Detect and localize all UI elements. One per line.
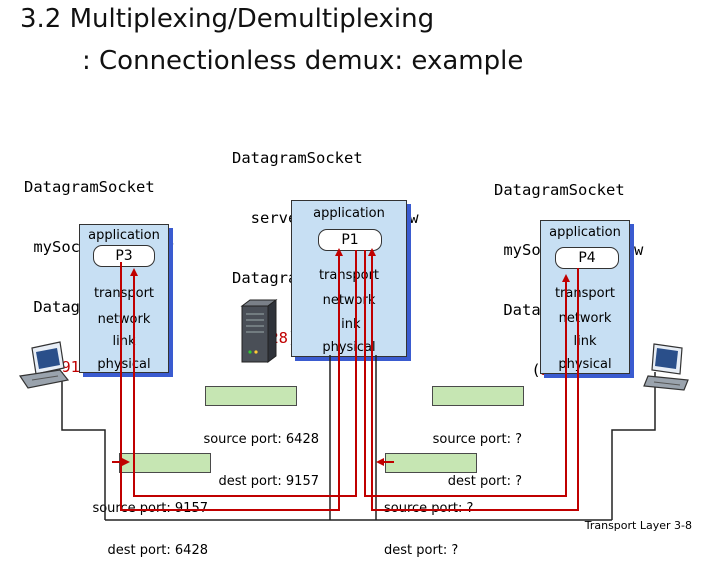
stack-right: application P4 transport network link ph… [540,220,630,374]
packet-top-left-source: source port: 6428 [203,432,319,447]
process-p1: P1 [318,229,382,251]
footer-page: 3-8 [674,519,692,532]
stack-left: application P3 transport network link ph… [79,224,169,373]
process-p4: P4 [555,247,619,269]
arrow-p1-to-p3 [130,250,357,497]
footer-label: Transport Layer [584,519,671,532]
code-left-line1: DatagramSocket [24,178,155,196]
slide-title-line1: 3.2 Multiplexing/Demultiplexing [20,4,435,34]
arrow-p3-to-p1 [120,248,343,511]
network-wires [61,355,656,521]
stack-right-link: link [573,334,597,349]
message-arrows [120,248,579,511]
stack-center-physical: physical [322,340,376,355]
packet-top-right-label: source port: ? dest port: ? [420,405,522,503]
stack-right-transport: transport [554,286,616,301]
arrow-p4-to-p1 [368,248,579,511]
packet-top-right [432,386,524,406]
stack-left-transport: transport [93,286,155,301]
stack-left-network: network [97,312,151,327]
stack-left-application: application [88,228,160,243]
laptop-right-icon [643,343,689,391]
packet-bottom-left-source: source port: 9157 [92,501,208,516]
code-center-line1: DatagramSocket [232,149,363,167]
packet-bottom-right-source: source port: ? [384,501,474,516]
packet-top-left-label: source port: 6428 dest port: 9157 [203,405,319,503]
wire-right [611,372,656,520]
laptop-left-icon [18,341,70,389]
packet-top-right-source: source port: ? [432,432,522,447]
diagram-graphics [18,248,689,521]
arrow-p1-to-p4 [364,250,570,497]
stack-right-network: network [558,311,612,326]
code-right-line1: DatagramSocket [494,181,625,199]
stack-center-network: network [322,293,376,308]
packet-top-right-dest: dest port: ? [447,474,522,489]
slide-title-line2: : Connectionless demux: example [82,46,524,76]
stack-right-physical: physical [558,357,612,372]
slide-footer: Transport Layer 3-8 [585,519,692,532]
stack-right-application: application [549,225,621,240]
packet-top-left [205,386,297,406]
packet-bottom-right-dest: dest port: ? [384,543,459,558]
stack-left-link: link [112,334,136,349]
server-icon [240,299,278,363]
stack-center-application: application [313,206,385,221]
packet-bottom-left-dest: dest port: 6428 [107,543,209,558]
stack-center: application P1 transport network link ph… [291,200,407,357]
wire-left [61,372,106,520]
stack-left-physical: physical [97,357,151,372]
packet-top-left-dest: dest port: 9157 [218,474,320,489]
stack-center-link: link [337,317,361,332]
process-p3: P3 [93,245,155,267]
